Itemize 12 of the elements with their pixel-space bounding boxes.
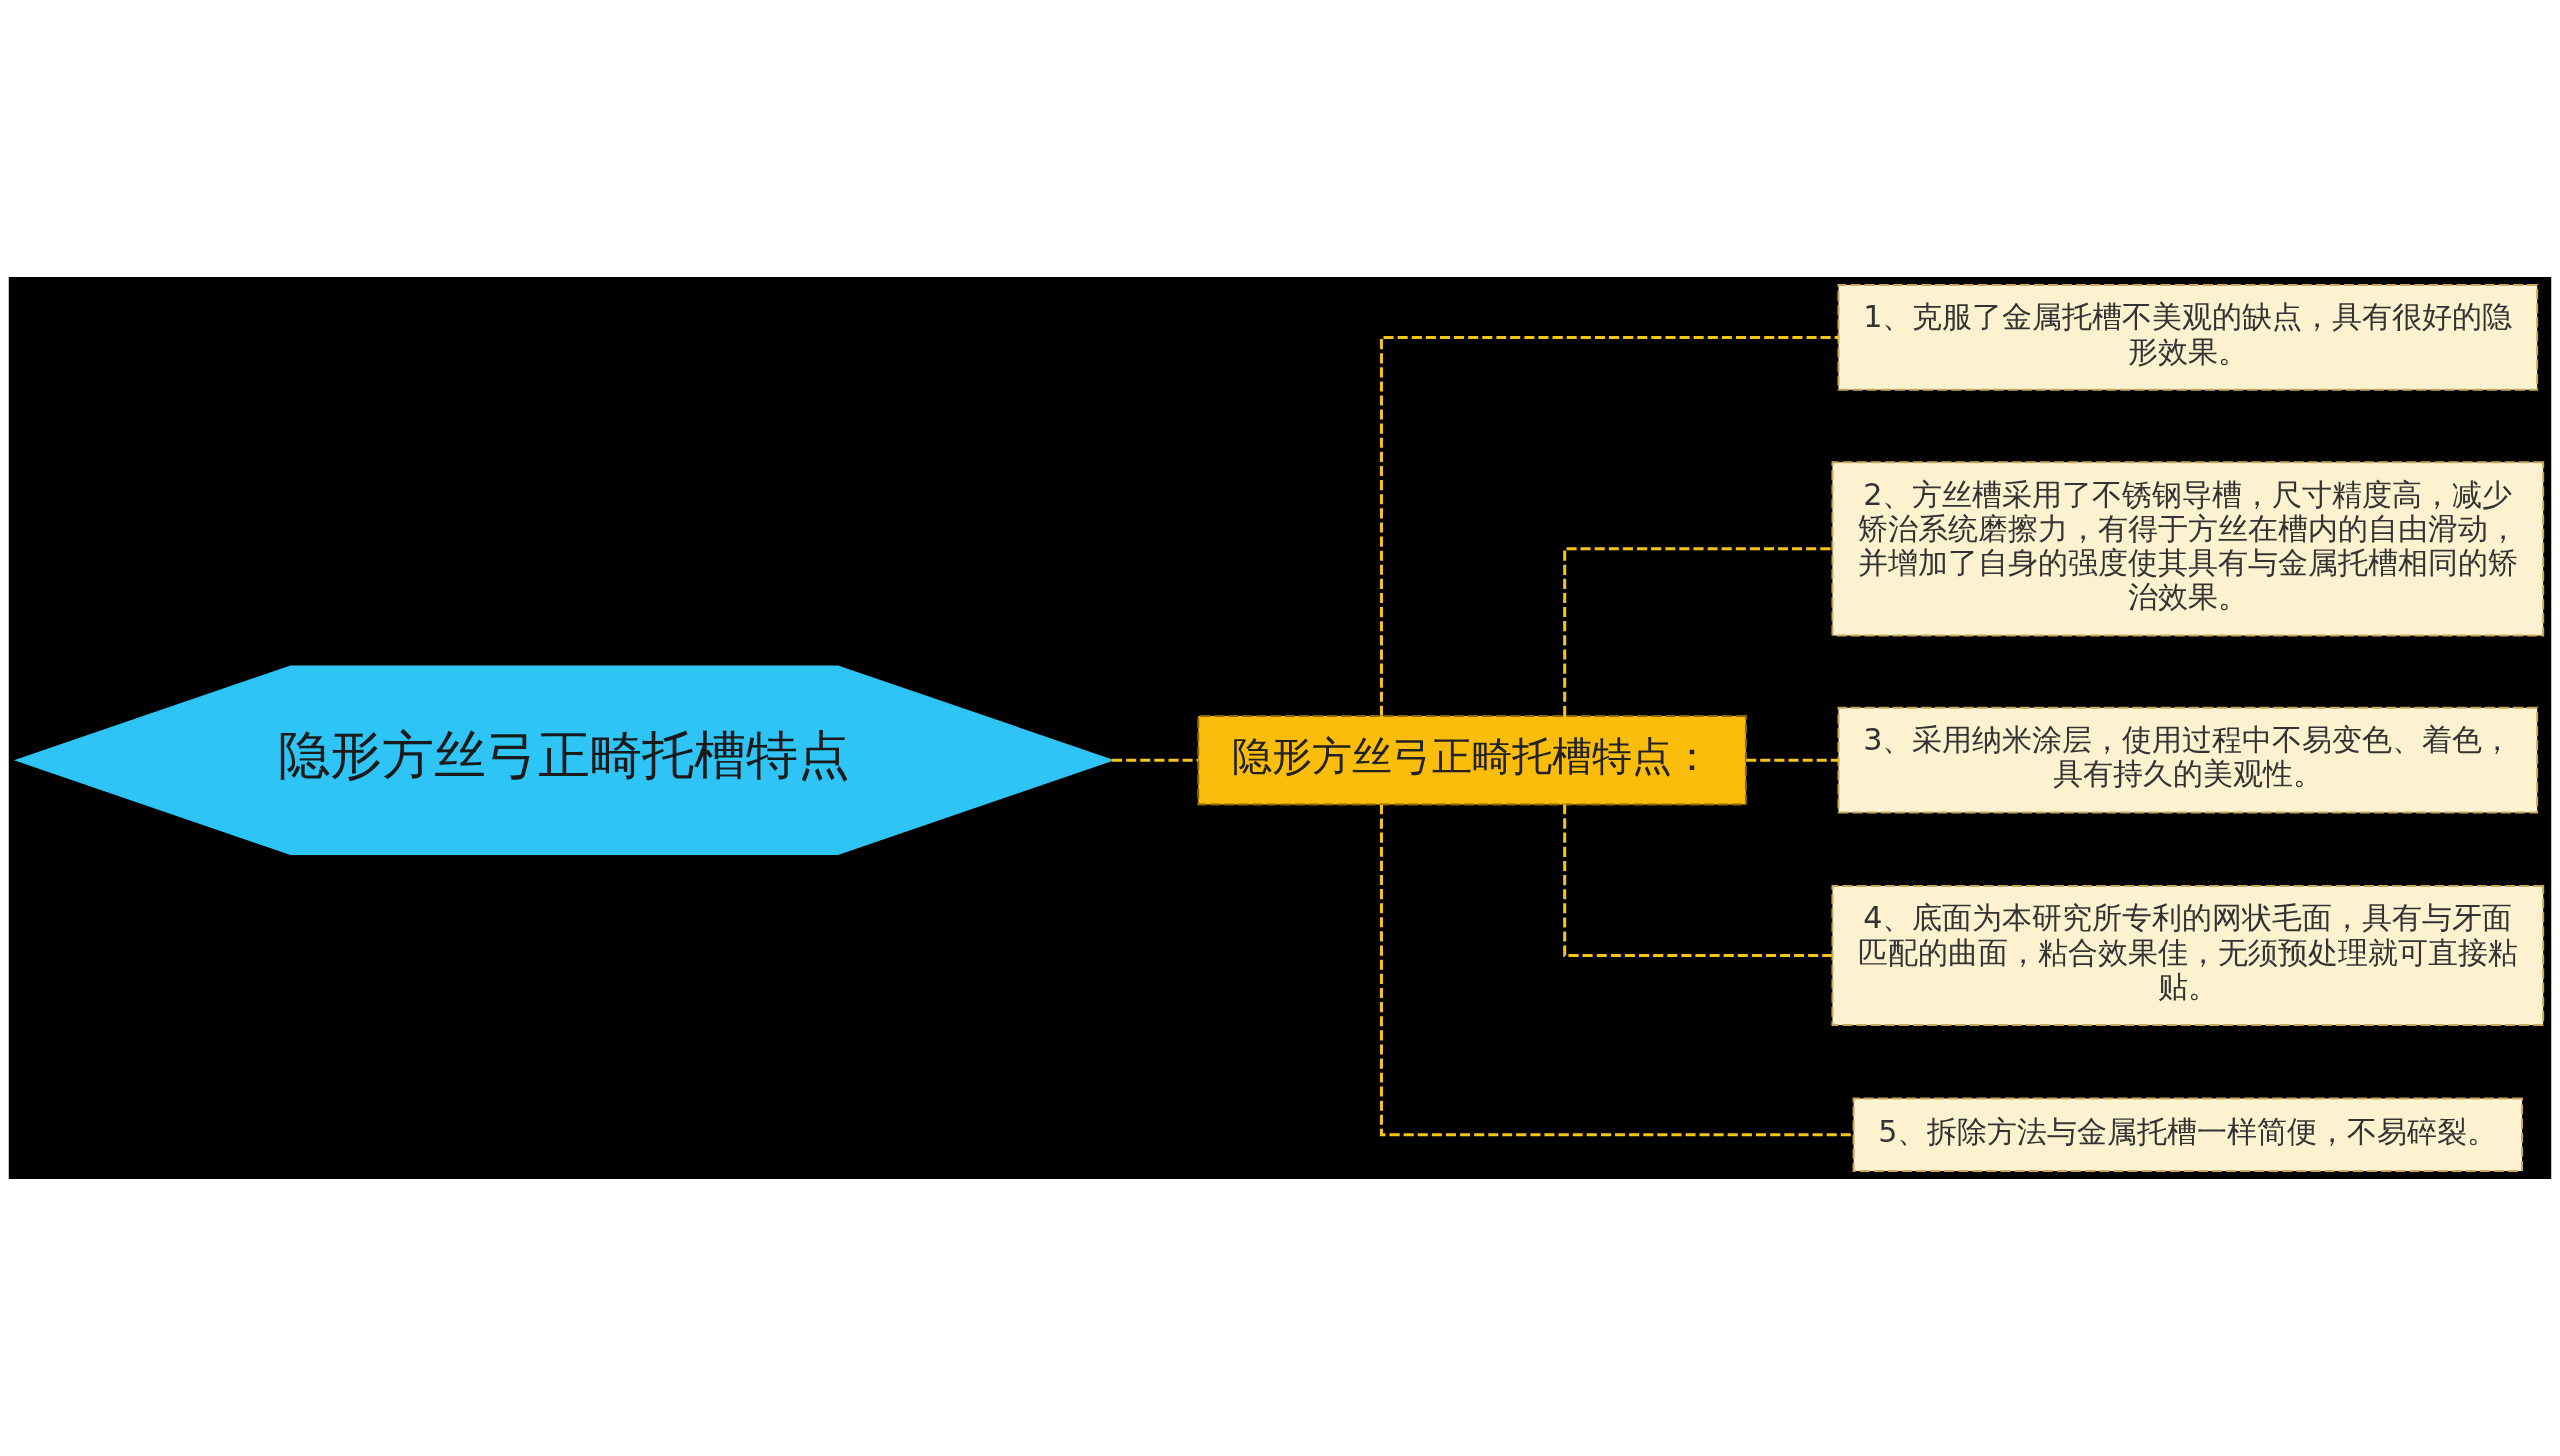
connector <box>1379 804 1854 1137</box>
node-box: 1、克服了金属托槽不美观的缺点，具有很好的隐形效果。 <box>1837 284 2539 391</box>
connector <box>1746 758 1839 762</box>
connector <box>1379 335 1839 716</box>
node-box: 2、方丝槽采用了不锈钢导槽，尺寸精度高，减少矫治系统磨擦力，有得于方丝在槽内的自由滑动，并增加了自身的强度使其具有与金属托槽相同的矫治效果。 <box>1831 461 2545 637</box>
connector <box>1111 758 1198 762</box>
connector <box>1563 547 1832 716</box>
node-box: 3、采用纳米涂层，使用过程中不易变色、着色，具有持久的美观性。 <box>1837 706 2539 814</box>
node-box: 5、拆除方法与金属托槽一样简便，不易碎裂。 <box>1852 1097 2524 1172</box>
connector <box>1563 804 1832 957</box>
node-box: 隐形方丝弓正畸托槽特点： <box>1197 714 1747 806</box>
node-box: 4、底面为本研究所专利的网状毛面，具有与牙面匹配的曲面，粘合效果佳，无须预处理就可直接粘贴。 <box>1831 885 2545 1026</box>
